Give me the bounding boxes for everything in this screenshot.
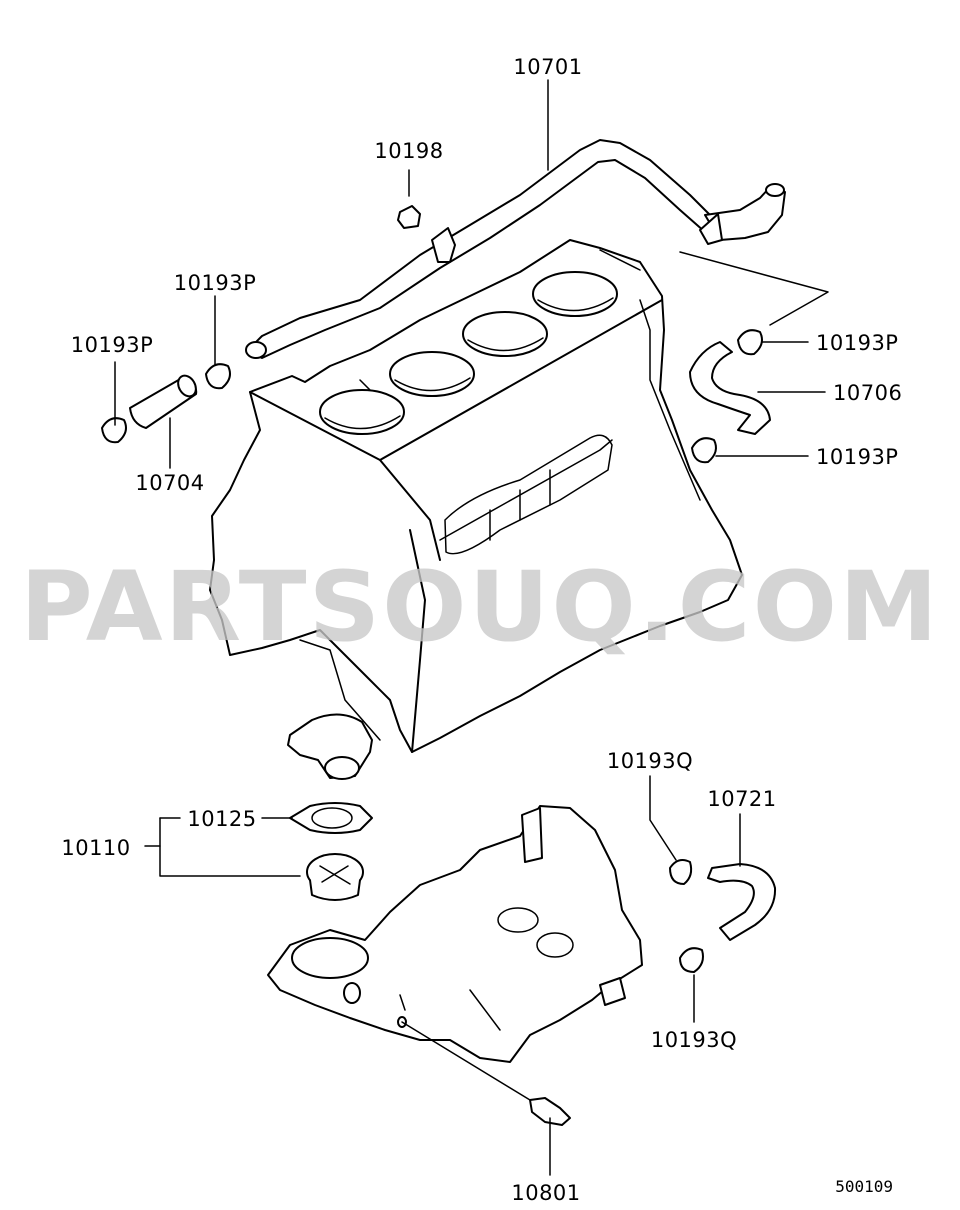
clamp-10193p-right-top [737, 329, 763, 356]
label-10198: 10198 [374, 139, 443, 163]
label-10193p-right-top: 10193P [816, 331, 898, 355]
clamp-10193p-right-bottom [691, 437, 717, 464]
label-10110: 10110 [61, 836, 130, 860]
engine-block [209, 239, 743, 753]
label-10706: 10706 [833, 381, 902, 405]
label-10721: 10721 [707, 787, 776, 811]
label-10193q-top: 10193Q [607, 749, 693, 773]
clamp-10193p-left [101, 417, 127, 444]
hose-10721 [707, 863, 777, 941]
water-outlet-assembly [267, 805, 643, 1063]
hose-10706 [689, 341, 771, 435]
label-10701: 10701 [513, 55, 582, 79]
sensor-10801 [401, 1021, 571, 1126]
thermostat-housing [287, 713, 373, 780]
label-10801: 10801 [511, 1181, 580, 1205]
leader-lines [114, 79, 829, 1176]
clamp-10193q-top [669, 859, 693, 885]
water-pipe-10701 [245, 139, 786, 359]
part-labels: 10701 10198 10193P 10193P 10704 10193P 1… [61, 55, 902, 1205]
clamp-10193p-mid [205, 363, 231, 390]
label-10193p-left: 10193P [71, 333, 153, 357]
label-10125: 10125 [187, 807, 256, 831]
gasket-10125 [289, 802, 373, 834]
label-10193q-bottom: 10193Q [651, 1028, 737, 1052]
clamp-10193q-bottom [679, 947, 704, 973]
hose-10704 [129, 374, 198, 429]
figure-number: 500109 [835, 1177, 893, 1196]
label-10704: 10704 [135, 471, 204, 495]
label-10193p-mid: 10193P [174, 271, 256, 295]
watermark: PARTSOUQ.COM [20, 551, 940, 663]
label-10193p-right-bottom: 10193P [816, 445, 898, 469]
bolt-10198 [397, 169, 421, 229]
thermostat-10110 [306, 853, 364, 901]
